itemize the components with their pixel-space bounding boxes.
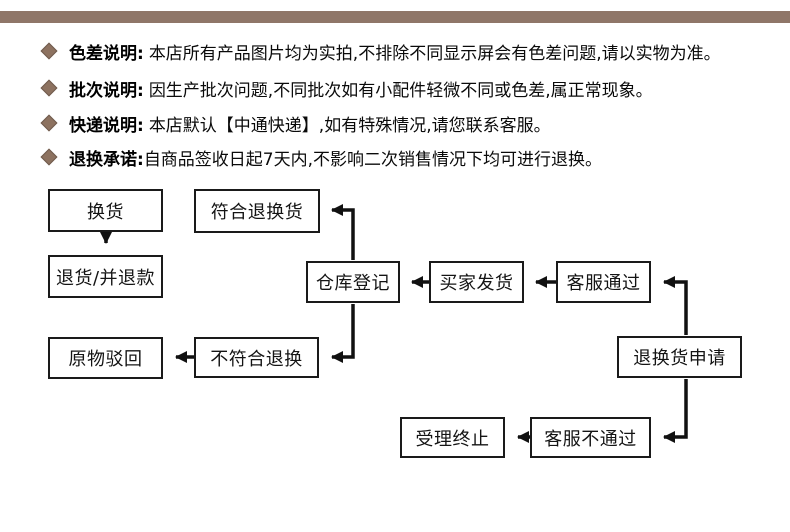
notice-item-return-promise: 退换承诺: 自商品签收日起7天内,不影响二次销售情况下均可进行退换。 (40, 145, 603, 170)
notice-label: 退换承诺: (69, 149, 144, 170)
notice-text: 本店默认【中通快递】,如有特殊情况,请您联系客服。 (148, 115, 551, 136)
notice-label: 快递说明: (69, 115, 144, 136)
flow-node-eligible: 符合退换货 (194, 189, 320, 233)
flow-node-apply: 退换货申请 (617, 336, 742, 378)
flow-node-return-original: 原物驳回 (48, 337, 163, 379)
top-divider-bar (0, 11, 790, 23)
notice-item-color-difference: 色差说明: 本店所有产品图片均为实拍,不排除不同显示屏会有色差问题,请以实物为准… (40, 39, 721, 64)
notice-item-shipping: 快递说明: 本店默认【中通快递】,如有特殊情况,请您联系客服。 (40, 111, 551, 136)
flow-node-not-eligible: 不符合退换 (194, 337, 319, 378)
notice-text: 因生产批次问题,不同批次如有小配件轻微不同或色差,属正常现象。 (148, 80, 653, 101)
notice-item-batch: 批次说明: 因生产批次问题,不同批次如有小配件轻微不同或色差,属正常现象。 (40, 76, 653, 101)
notice-text: 本店所有产品图片均为实拍,不排除不同显示屏会有色差问题,请以实物为准。 (148, 43, 721, 64)
flow-node-cs-rejected: 客服不通过 (530, 417, 651, 458)
flow-node-cs-approved: 客服通过 (556, 261, 651, 303)
notice-text: 自商品签收日起7天内,不影响二次销售情况下均可进行退换。 (143, 149, 603, 170)
flow-node-terminate: 受理终止 (400, 417, 505, 458)
flow-node-refund: 退货/并退款 (48, 255, 163, 298)
flow-node-exchange: 换货 (48, 189, 163, 232)
flow-node-warehouse-log: 仓库登记 (306, 261, 400, 303)
notice-label: 色差说明: (69, 43, 144, 64)
flow-node-buyer-ship: 买家发货 (429, 261, 524, 303)
notice-label: 批次说明: (69, 80, 144, 101)
